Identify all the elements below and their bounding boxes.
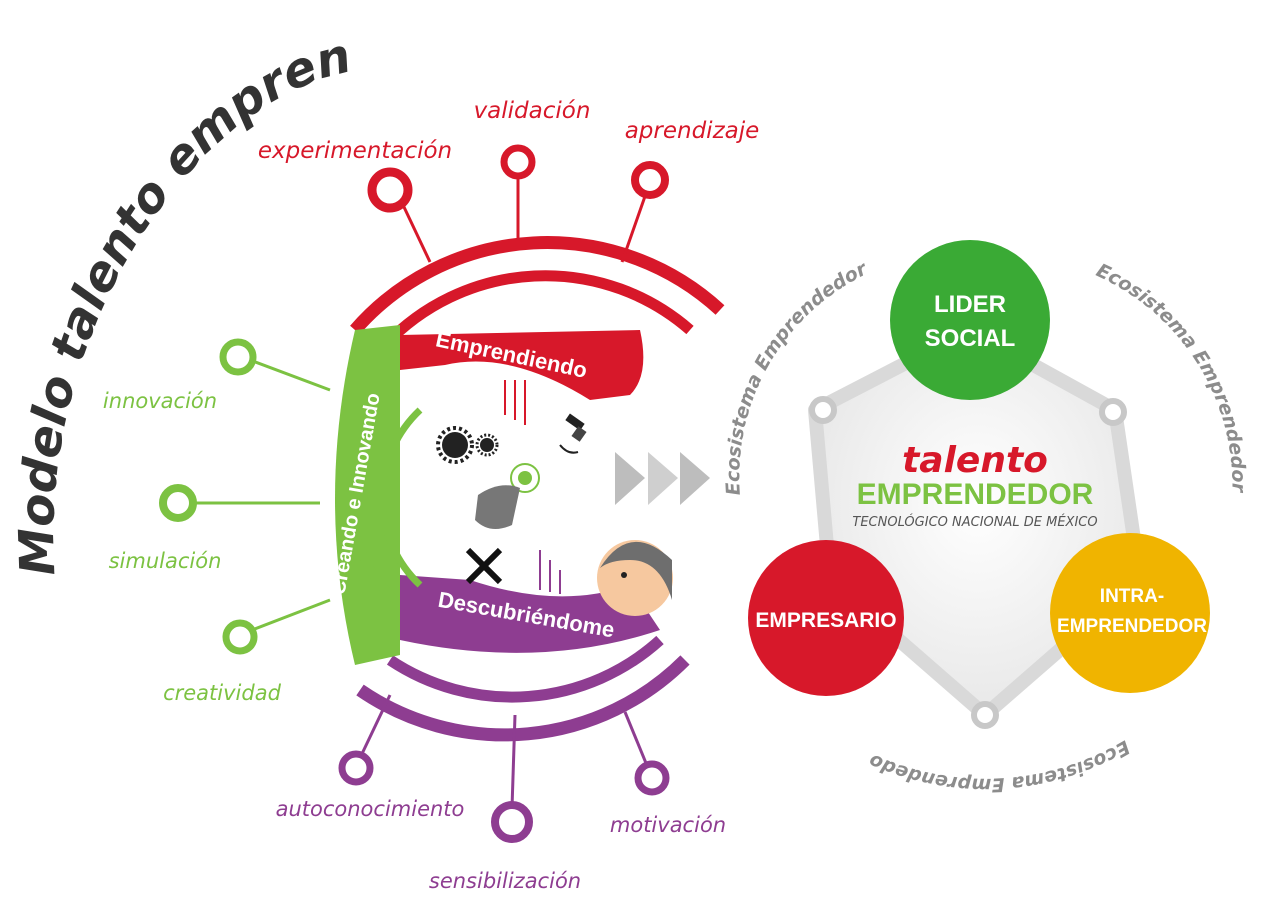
label-sensibilizacion: sensibilización (429, 869, 581, 893)
node-sensibilizacion (491, 801, 533, 843)
circle-lider-social (890, 240, 1050, 400)
stage-band-red (400, 330, 644, 400)
touch-hand-icon (475, 463, 540, 529)
label-intra-1: INTRA- (1100, 586, 1164, 607)
satellite-icon (559, 413, 587, 454)
label-social: SOCIAL (925, 325, 1016, 352)
circle-intraemprendedor (1050, 533, 1210, 693)
node-experimentacion (367, 167, 413, 213)
purple-ring-outer (356, 655, 690, 742)
red-ring-outer (350, 236, 725, 335)
person-avatar-icon (597, 540, 673, 616)
node-innovacion (219, 338, 257, 376)
purple-stick-decor (539, 550, 561, 594)
hex-node-bottom (971, 701, 999, 729)
label-validacion: validación (474, 98, 591, 124)
label-motivacion: motivación (610, 813, 726, 837)
purple-ring-inner (386, 635, 664, 703)
brand-tecnm: TECNOLÓGICO NACIONAL DE MÉXICO (852, 514, 1097, 530)
brand-emprendedor: EMPRENDEDOR (857, 478, 1094, 511)
red-ring-inner (380, 270, 694, 349)
talent-wheel: Emprendiendo el vuelo Descubriéndome Cre… (103, 98, 759, 893)
circle-empresario (748, 540, 904, 696)
green-ring-1 (345, 391, 399, 604)
label-lider: LIDER (934, 291, 1006, 318)
label-simulacion: simulación (109, 549, 222, 573)
stage-band-purple (400, 575, 660, 653)
gear-icon (436, 426, 499, 464)
node-validacion (500, 144, 536, 180)
label-creatividad: creatividad (163, 681, 281, 705)
hex-node-left (809, 396, 837, 424)
tools-icon (465, 547, 503, 585)
hex-node-right (1099, 398, 1127, 426)
label-innovacion: innovación (103, 389, 217, 413)
red-stick-decor (504, 380, 526, 425)
arrow-chevrons-icon (615, 452, 710, 505)
green-ring-2 (378, 407, 423, 588)
node-autoconocimiento (338, 750, 374, 786)
label-empresario: EMPRESARIO (755, 609, 896, 632)
label-experimentacion: experimentación (258, 138, 452, 164)
node-aprendizaje (631, 161, 669, 199)
brand-talento: talento (902, 440, 1048, 481)
node-simulacion (159, 484, 197, 522)
label-intra-2: EMPRENDEDOR (1057, 616, 1207, 637)
label-aprendizaje: aprendizaje (625, 118, 760, 144)
node-creatividad (222, 619, 258, 655)
label-autoconocimiento: autoconocimiento (276, 797, 465, 821)
node-motivacion (634, 760, 670, 796)
